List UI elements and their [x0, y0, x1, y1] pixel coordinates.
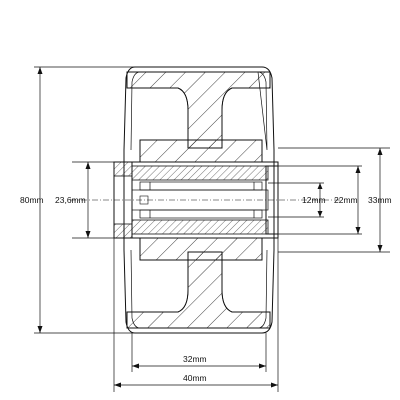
dim-bearing-outer: 33mm [278, 147, 392, 253]
left-upper-cavity [131, 87, 189, 141]
bushing-flange-top-hatch [113, 161, 133, 177]
dim-tread-width-label: 32mm [183, 354, 207, 364]
dim-hub-length-label: 40mm [183, 373, 207, 383]
right-upper-cavity [221, 87, 266, 141]
bearing-race-bottom [131, 219, 269, 235]
dim-outer-diameter-label: 80mm [20, 195, 44, 205]
dim-bore-left-label: 23,6mm [55, 195, 86, 205]
dim-bearing-outer-label: 33mm [368, 195, 392, 205]
dim-sleeve: 22mm [278, 165, 362, 235]
needle-roller-bottom [139, 209, 263, 219]
dim-outer-diameter: 80mm [20, 66, 135, 334]
dim-hub-length: 40mm [113, 238, 279, 392]
bushing-flange-bottom-hatch [113, 223, 133, 239]
left-lower-cavity [131, 259, 189, 313]
lower-web-section [126, 251, 271, 329]
bearing-race-top [131, 165, 269, 181]
right-lower-cavity [221, 259, 266, 313]
needle-roller-top [139, 181, 263, 191]
dim-sleeve-label: 22mm [334, 195, 358, 205]
lower-rim-section [139, 237, 263, 261]
dim-bore-left: 23,6mm [55, 161, 114, 239]
upper-web-section [126, 71, 271, 149]
dim-shaft: 12mm [268, 182, 326, 218]
dim-shaft-label: 12mm [302, 195, 326, 205]
upper-rim-section [139, 139, 263, 163]
dim-tread-width: 32mm [131, 333, 267, 372]
